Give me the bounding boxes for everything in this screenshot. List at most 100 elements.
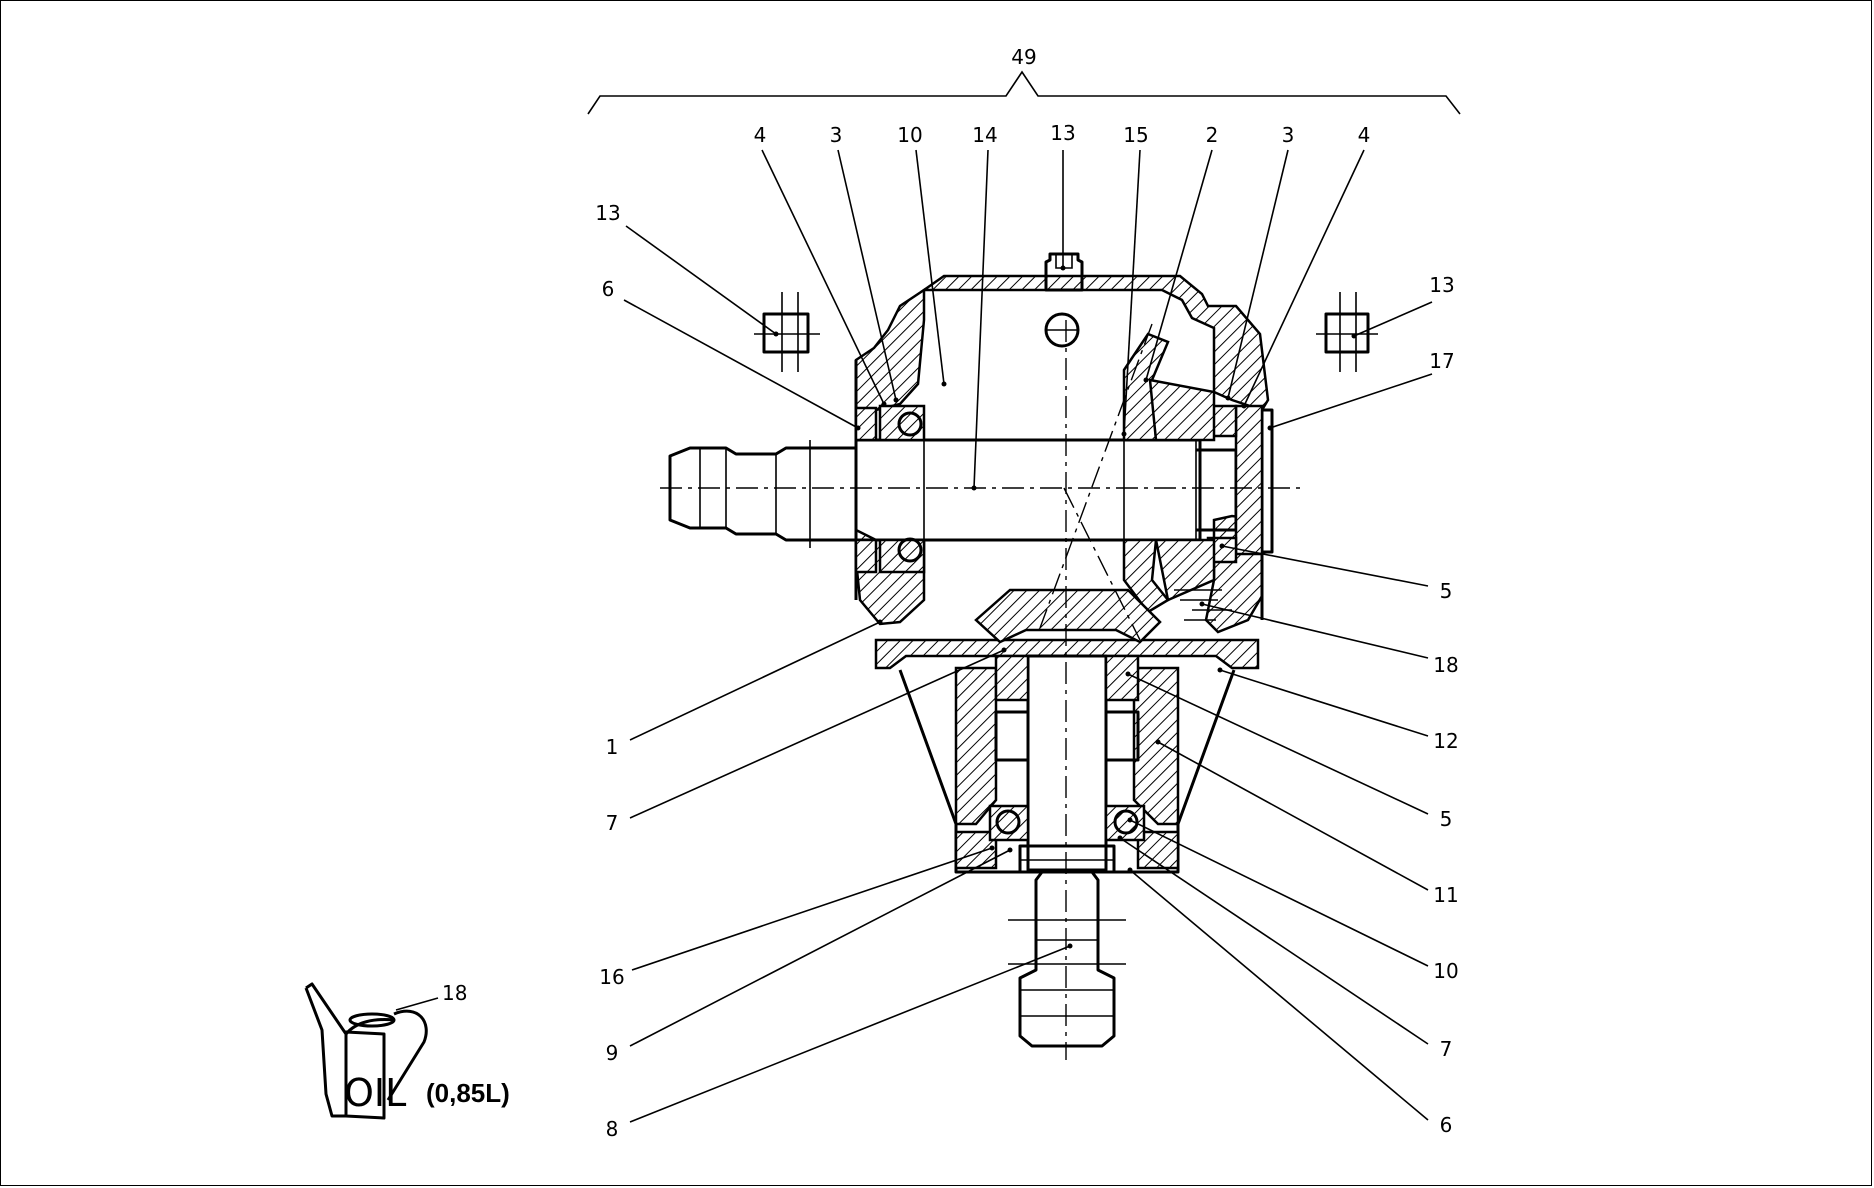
leader-line xyxy=(837,149,897,401)
leader-line xyxy=(1127,673,1429,815)
callout-label: 3 xyxy=(830,123,843,147)
bevel-gear-vertical xyxy=(974,588,1162,644)
leader-dot xyxy=(1067,943,1073,949)
callout-label: 4 xyxy=(1358,123,1371,147)
callout-label: 16 xyxy=(599,965,624,989)
callout-c-4-right: 4 xyxy=(1241,123,1371,409)
callout-c-13-right: 13 xyxy=(1351,273,1455,339)
leader-line xyxy=(629,621,881,741)
leader-dot xyxy=(1060,265,1066,271)
leader-dot xyxy=(1225,395,1231,401)
leader-dot xyxy=(1143,377,1149,383)
centre-lines xyxy=(660,320,1304,1060)
callout-c-13-top: 13 xyxy=(1050,121,1076,271)
leader-line xyxy=(629,849,1011,1047)
callout-label: 5 xyxy=(1440,807,1453,831)
leader-line xyxy=(1129,869,1429,1121)
leader-line xyxy=(761,149,885,405)
leader-dot xyxy=(1117,835,1123,841)
leader-line xyxy=(1145,149,1213,381)
callout-label: 2 xyxy=(1206,123,1219,147)
leader-dot xyxy=(971,485,977,491)
leader-dot xyxy=(1127,867,1133,873)
assembly-label: 49 xyxy=(1011,45,1036,69)
leader-dot xyxy=(1155,739,1161,745)
leader-dot xyxy=(1351,333,1357,339)
callout-c-7-right: 7 xyxy=(1117,835,1452,1061)
oil-quantity: (0,85L) xyxy=(426,1078,510,1108)
leader-dot xyxy=(773,331,779,337)
leader-line xyxy=(1219,669,1429,737)
callout-c-9: 9 xyxy=(606,847,1013,1065)
callout-c-13-left: 13 xyxy=(595,201,779,337)
callout-label: 9 xyxy=(606,1041,619,1065)
leader-line xyxy=(629,945,1071,1123)
leader-line xyxy=(1269,373,1433,429)
leader-line xyxy=(629,649,1005,819)
plug-right xyxy=(1316,292,1378,372)
callout-label: 7 xyxy=(606,811,619,835)
leader-line xyxy=(1119,837,1429,1045)
leader-line xyxy=(1227,149,1289,399)
callout-c-3-right: 3 xyxy=(1225,123,1295,401)
leader-dot xyxy=(1001,647,1007,653)
oil-ref-label: 18 xyxy=(442,981,467,1005)
callout-label: 4 xyxy=(754,123,767,147)
leader-line xyxy=(1243,149,1365,407)
callout-label: 15 xyxy=(1123,123,1148,147)
callout-c-10-right: 10 xyxy=(1127,817,1459,983)
leader-line xyxy=(915,149,945,385)
leader-dot xyxy=(1121,431,1127,437)
callout-c-8: 8 xyxy=(606,943,1073,1141)
callout-label: 6 xyxy=(602,277,615,301)
oil-can-text: OIL xyxy=(344,1071,406,1115)
leader-dot xyxy=(941,381,947,387)
leader-dot xyxy=(1241,403,1247,409)
callout-c-7-left: 7 xyxy=(606,647,1007,835)
leader-line xyxy=(1157,741,1429,891)
oil-can-icon: 18 OIL (0,85L) xyxy=(304,981,510,1120)
callout-label: 8 xyxy=(606,1117,619,1141)
callout-c-18: 18 xyxy=(1199,601,1459,677)
callout-label: 13 xyxy=(1050,121,1075,145)
callout-c-16: 16 xyxy=(599,845,995,989)
callout-label: 6 xyxy=(1440,1113,1453,1137)
leader-line xyxy=(631,847,993,971)
callout-label: 3 xyxy=(1282,123,1295,147)
leader-dot xyxy=(893,397,899,403)
leader-line xyxy=(1129,819,1429,967)
callout-label: 17 xyxy=(1429,349,1454,373)
callout-c-15: 15 xyxy=(1121,123,1149,437)
callout-c-17: 17 xyxy=(1267,349,1455,431)
callout-label: 1 xyxy=(606,735,619,759)
callout-c-4-left: 4 xyxy=(754,123,887,407)
leader-dot xyxy=(881,401,887,407)
callout-c-14: 14 xyxy=(971,123,998,491)
callout-c-6-left: 6 xyxy=(602,277,861,431)
plug-left xyxy=(754,292,820,372)
leader-dot xyxy=(1267,425,1273,431)
callout-label: 5 xyxy=(1440,579,1453,603)
callout-label: 10 xyxy=(897,123,922,147)
leader-dot xyxy=(1127,817,1133,823)
leader-dot xyxy=(1199,601,1205,607)
callout-label: 14 xyxy=(972,123,997,147)
leader-dot xyxy=(1125,671,1131,677)
oil-level xyxy=(1174,589,1232,621)
assembly-brace: 49 xyxy=(587,45,1461,115)
inspection-hole xyxy=(1044,312,1080,348)
input-bearings xyxy=(854,404,1238,574)
callout-label: 13 xyxy=(595,201,620,225)
callout-label: 18 xyxy=(1433,653,1458,677)
leader-line xyxy=(623,299,859,429)
callout-c-2: 2 xyxy=(1143,123,1219,383)
callout-c-5-right-up: 5 xyxy=(1219,543,1453,603)
callout-c-10-left: 10 xyxy=(897,123,947,387)
callout-label: 10 xyxy=(1433,959,1458,983)
callout-label: 11 xyxy=(1433,883,1458,907)
callout-label: 13 xyxy=(1429,273,1454,297)
leader-dot xyxy=(855,425,861,431)
